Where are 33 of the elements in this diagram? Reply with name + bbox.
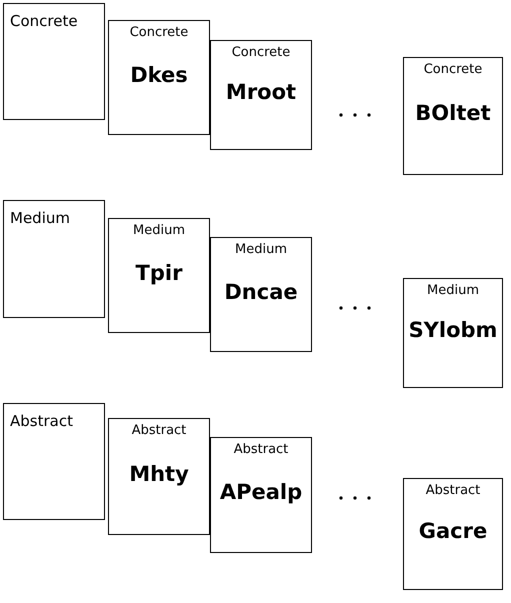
card xyxy=(403,478,503,590)
card-heading: Medium xyxy=(426,283,480,298)
card-title: Dkes xyxy=(129,62,189,86)
card-heading: Medium xyxy=(10,209,70,227)
card-heading: Medium xyxy=(132,223,186,238)
card-heading: Abstract xyxy=(424,483,482,498)
card xyxy=(210,237,312,352)
card xyxy=(210,437,312,553)
card-title: BOltet xyxy=(414,101,492,125)
card-title: APealp xyxy=(218,480,304,504)
card xyxy=(3,403,105,520)
card-heading: Medium xyxy=(234,242,288,257)
card-heading: Concrete xyxy=(230,45,292,60)
card xyxy=(3,200,105,318)
card-title: Tpir xyxy=(134,260,184,284)
card-title: Mroot xyxy=(224,80,298,104)
card-title: Mhty xyxy=(128,462,190,486)
card-heading: Concrete xyxy=(10,12,78,30)
card xyxy=(108,418,210,535)
card-title: Gacre xyxy=(418,519,488,543)
card-heading: Abstract xyxy=(10,412,73,430)
card xyxy=(3,3,105,120)
card xyxy=(108,218,210,333)
card-title: SYlobm xyxy=(408,318,498,342)
card xyxy=(108,20,210,135)
card xyxy=(403,278,503,388)
card-title: Dncae xyxy=(223,280,299,304)
card-heading: Abstract xyxy=(232,442,290,457)
card xyxy=(210,40,312,150)
card-heading: Concrete xyxy=(422,62,484,77)
card xyxy=(403,57,503,175)
card-heading: Concrete xyxy=(128,25,190,40)
card-heading: Abstract xyxy=(130,423,188,438)
